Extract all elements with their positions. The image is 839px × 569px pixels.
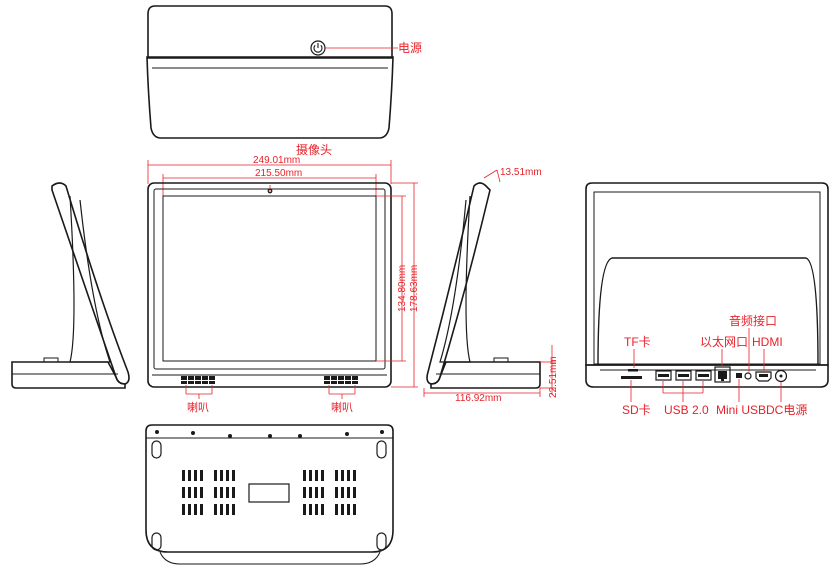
usb-label: USB 2.0 bbox=[664, 403, 709, 417]
audio-jack-label: 音频接口 bbox=[729, 313, 777, 328]
speaker-label-left: 喇叭 bbox=[187, 400, 209, 414]
right-side-view: 13.51mm 116.92mm 22.51mm bbox=[423, 167, 559, 404]
vent-right bbox=[303, 470, 356, 515]
total-width-dim: 249.01mm bbox=[253, 155, 300, 166]
speaker-grill-right bbox=[324, 376, 358, 384]
tf-card-slot bbox=[628, 369, 638, 372]
speaker-label-right: 喇叭 bbox=[331, 400, 353, 414]
bottom-view bbox=[145, 424, 394, 565]
mount-holes bbox=[155, 430, 384, 438]
speaker-grill-left bbox=[181, 376, 215, 384]
audio-jack bbox=[744, 372, 752, 380]
sd-card-label: SD卡 bbox=[622, 403, 651, 417]
usb-port-2 bbox=[675, 370, 692, 381]
usb-port-1 bbox=[655, 370, 672, 381]
base-height-dim: 22.51mm bbox=[548, 356, 559, 398]
rubber-feet bbox=[151, 440, 387, 551]
power-label: 电源 bbox=[398, 41, 422, 55]
camera-label: 摄像头 bbox=[296, 142, 332, 157]
depth-dim: 116.92mm bbox=[455, 393, 502, 404]
usb-port-3 bbox=[695, 370, 712, 381]
top-view: 电源 bbox=[146, 5, 422, 139]
hdmi-port bbox=[755, 371, 772, 382]
rear-view: TF卡 以太网口 音频接口 HDMI SD卡 USB 2.0 Mini USB … bbox=[585, 182, 829, 417]
hdmi-label: HDMI bbox=[752, 335, 783, 349]
label-plate bbox=[248, 483, 290, 503]
ethernet-port bbox=[714, 366, 731, 383]
dc-power-label: DC电源 bbox=[766, 403, 807, 417]
front-view: 摄像头 249.01mm 215.50mm bbox=[147, 142, 420, 414]
bezel-dim: 13.51mm bbox=[500, 167, 542, 178]
screen-height-dim: 134.80mm bbox=[397, 265, 408, 312]
mini-usb-port bbox=[736, 373, 742, 378]
screen-width-dim: 215.50mm bbox=[255, 168, 302, 179]
sd-card-slot bbox=[621, 376, 642, 379]
total-height-dim: 178.63mm bbox=[409, 265, 420, 312]
vent-left bbox=[182, 470, 235, 515]
mini-usb-label: Mini USB bbox=[716, 403, 766, 417]
ethernet-label: 以太网口 bbox=[700, 334, 748, 349]
left-side-view bbox=[11, 182, 130, 389]
dc-power-jack bbox=[774, 369, 788, 383]
power-button-icon bbox=[310, 40, 326, 56]
tf-card-label: TF卡 bbox=[624, 335, 651, 349]
